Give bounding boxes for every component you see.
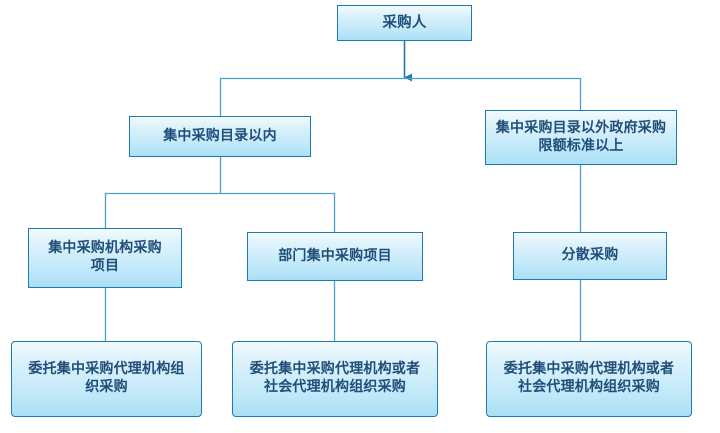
node-central-org-project-label: 集中采购机构采购 项目 <box>48 240 162 274</box>
node-outside-catalog[interactable]: 集中采购目录以外政府采购 限额标准以上 <box>485 110 677 165</box>
node-entrust-central-or-social-agency-middle-label: 委托集中采购代理机构或者 社会代理机构组织采购 <box>249 361 421 395</box>
node-entrust-central-agency-label: 委托集中采购代理机构组 织采购 <box>28 361 185 395</box>
node-decentralized-purchase[interactable]: 分散采购 <box>513 232 667 280</box>
node-central-org-project[interactable]: 集中采购机构采购 项目 <box>28 228 182 288</box>
node-entrust-central-or-social-agency-right-label: 委托集中采购代理机构或者 社会代理机构组织采购 <box>503 361 675 395</box>
node-entrust-central-or-social-agency-middle[interactable]: 委托集中采购代理机构或者 社会代理机构组织采购 <box>232 341 438 417</box>
node-dept-central-project[interactable]: 部门集中采购项目 <box>247 232 423 281</box>
node-purchaser-label: 采购人 <box>382 14 427 31</box>
node-inside-catalog[interactable]: 集中采购目录以内 <box>129 116 311 157</box>
node-entrust-central-agency[interactable]: 委托集中采购代理机构组 织采购 <box>11 341 202 417</box>
node-entrust-central-or-social-agency-right[interactable]: 委托集中采购代理机构或者 社会代理机构组织采购 <box>486 341 692 417</box>
node-outside-catalog-label: 集中采购目录以外政府采购 限额标准以上 <box>495 119 667 154</box>
node-inside-catalog-label: 集中采购目录以内 <box>163 127 277 144</box>
node-dept-central-project-label: 部门集中采购项目 <box>278 247 392 264</box>
node-decentralized-purchase-label: 分散采购 <box>561 247 619 264</box>
node-purchaser[interactable]: 采购人 <box>337 5 472 41</box>
